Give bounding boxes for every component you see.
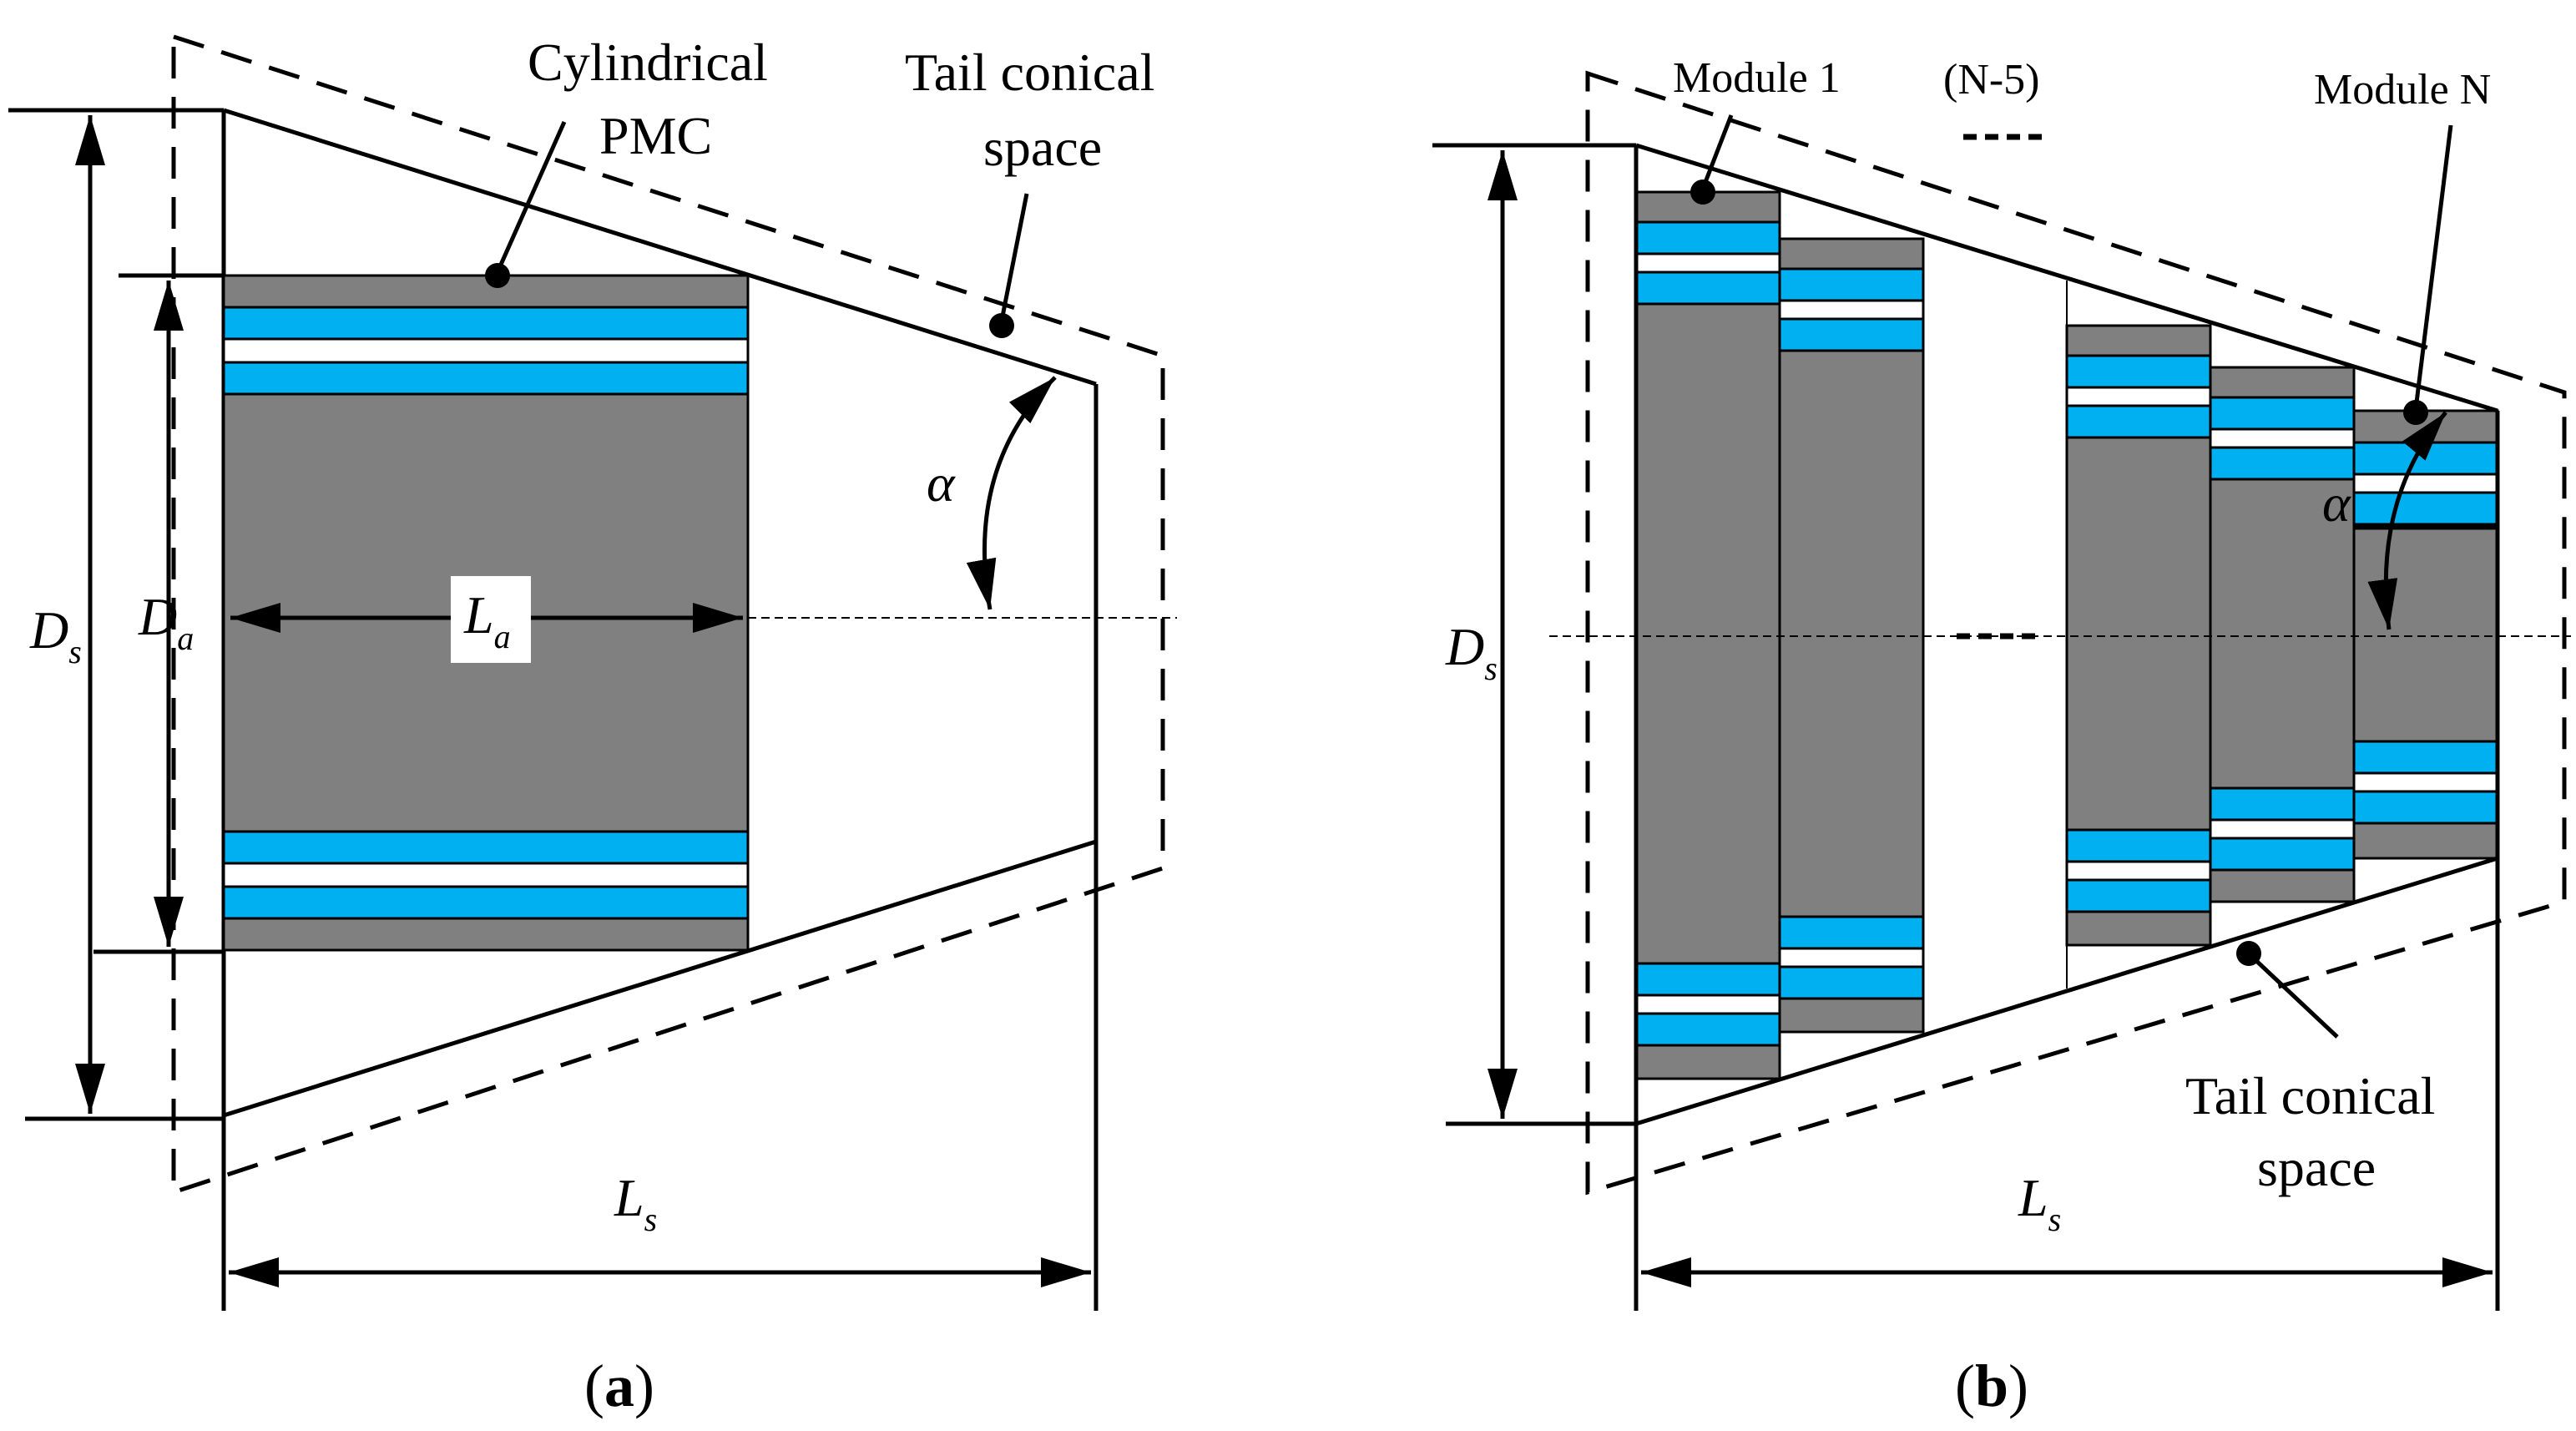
leader-pmc: [495, 120, 567, 274]
cylindrical-pmc: [222, 274, 750, 952]
leader-dot-tail-a: [989, 313, 1014, 338]
angle-arc-a: [966, 376, 1057, 610]
leader-dot-module-1: [1690, 180, 1715, 205]
leader-dot-module-n: [2403, 400, 2428, 425]
La-label-box: [451, 576, 531, 663]
label-tail-conical-a-1: Tail conical: [905, 43, 1154, 102]
symbol-Ls-b: Ls: [2018, 1168, 2061, 1238]
angle-arc-b: [2367, 411, 2447, 630]
leader-module-n: [2413, 124, 2453, 410]
symbol-La: La: [463, 585, 511, 655]
symbol-alpha-a: α: [927, 453, 956, 513]
symbol-Da: Da: [138, 587, 194, 657]
label-tail-conical-b-1: Tail conical: [2185, 1066, 2435, 1125]
panel-a: Ds Da La Ls α Cylindrical PMC Tail conic…: [8, 33, 1177, 1419]
inner-cone-b: [1634, 143, 2500, 1311]
label-module-1: Module 1: [1673, 54, 1841, 102]
pmc-gap-top: [222, 337, 750, 364]
caption-a: (a): [584, 1353, 654, 1419]
leader-tail-b: [2252, 957, 2339, 1039]
label-n-minus-5: (N-5): [1943, 56, 2040, 104]
symbol-Ds-a: Ds: [29, 600, 82, 670]
module-n: [2352, 409, 2499, 860]
tail-conical-space-outline-b: [1585, 70, 2567, 1196]
pmc-magnet-top-2: [222, 361, 750, 396]
symbol-Ds-b: Ds: [1445, 617, 1498, 687]
pmc-magnet-bot-1: [222, 830, 750, 865]
caption-b: (b): [1955, 1353, 2028, 1419]
label-tail-conical-a-2: space: [983, 118, 1102, 177]
pmc-gap-bot: [222, 862, 750, 888]
label-module-n: Module N: [2314, 66, 2491, 114]
leader-module-1: [1700, 114, 1734, 190]
pmc-magnet-top-1: [222, 306, 750, 341]
leader-tail-a: [999, 193, 1029, 321]
dimension-Ds-b: [1432, 143, 1636, 1126]
module-n-1: [2209, 366, 2356, 903]
label-pmc: PMC: [599, 106, 712, 165]
dimension-Ds-a: [8, 108, 224, 1121]
symbol-alpha-b: α: [2322, 473, 2351, 533]
symbol-Ls-a: Ls: [614, 1168, 657, 1238]
panel-b: Ds Ls α Module 1 (N-5) Module N Tail con…: [1432, 54, 2571, 1419]
pmc-magnet-bot-2: [222, 885, 750, 920]
label-cylindrical: Cylindrical: [528, 33, 768, 92]
leader-dot-pmc: [485, 263, 510, 288]
dimension-Da: [93, 273, 224, 954]
label-tail-conical-b-2: space: [2257, 1138, 2376, 1197]
